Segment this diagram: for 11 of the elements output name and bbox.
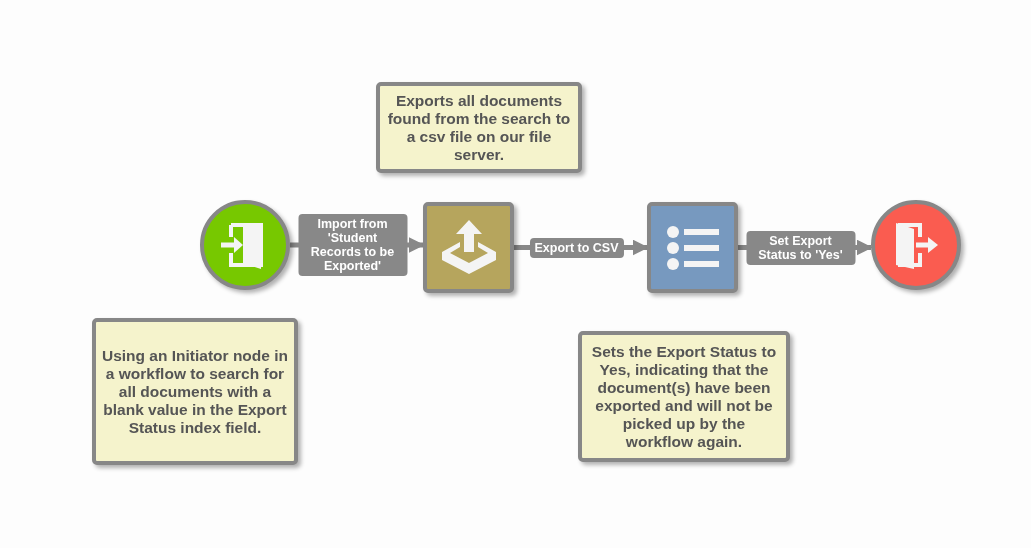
edge-label: Set Export Status to 'Yes' (746, 230, 855, 265)
square-node (423, 202, 514, 293)
note-text: Using an Initiator node in a workflow to search for all documents with a blank value in the Export Status index field. (102, 346, 288, 437)
note-text: Exports all documents found from the search to a csv file on our file server. (386, 91, 572, 164)
note-box (92, 318, 298, 465)
note-box (578, 331, 790, 462)
note-text: Sets the Export Status to Yes, indicating that the document(s) have been exported and will not be picked up by the workflow again. (590, 342, 778, 451)
square-node (647, 202, 738, 293)
note-box (376, 82, 582, 173)
edge-label: Import from 'Student Records to be Exported' (298, 214, 407, 276)
edge-label: Export to CSV (529, 237, 624, 258)
